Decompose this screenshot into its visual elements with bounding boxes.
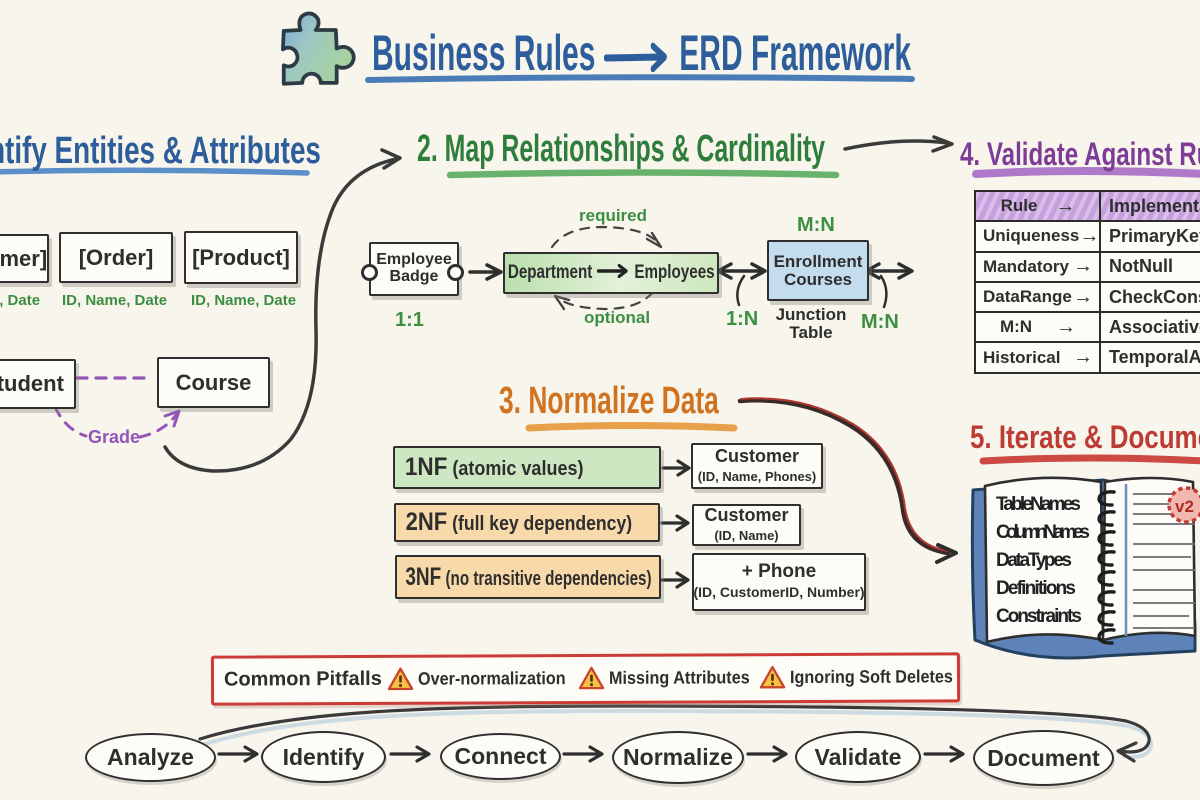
svg-text:Definitions: Definitions	[996, 578, 1076, 599]
svg-text:v2: v2	[1175, 497, 1194, 516]
svg-text:Constraints: Constraints	[996, 606, 1082, 627]
svg-text:ColumnNames: ColumnNames	[996, 522, 1090, 543]
svg-text:DataTypes: DataTypes	[996, 550, 1072, 571]
svg-text:TableNames: TableNames	[996, 494, 1081, 515]
